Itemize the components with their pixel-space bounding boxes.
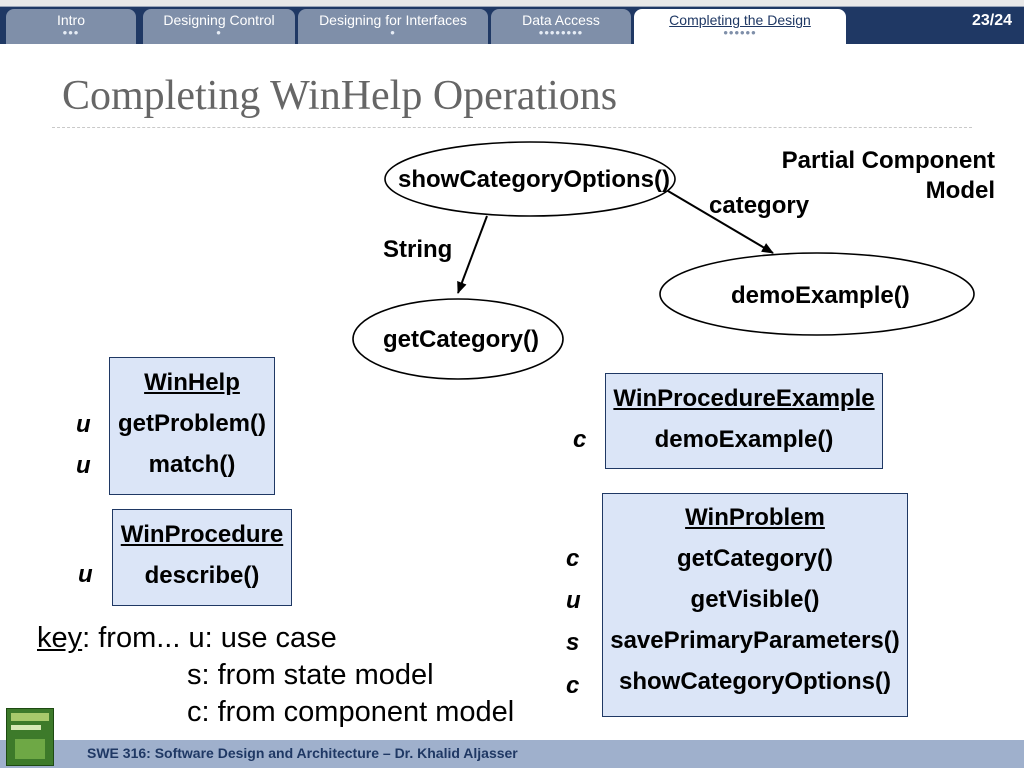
node-show-category-options [384, 141, 676, 217]
class-box-winprocedure: WinProcedure describe() [112, 509, 292, 606]
diagram-heading-line2: Model [925, 177, 995, 204]
tab-progress-dots: • [390, 25, 396, 40]
operation-key: u [76, 411, 91, 438]
tab-completing-the-design[interactable]: Completing the Design •••••• [634, 9, 846, 45]
tab-progress-dots: ••• [62, 25, 80, 40]
operation: demoExample() [654, 426, 834, 453]
top-border-line [0, 0, 1024, 7]
node-demo-example [659, 252, 975, 336]
operation-key: s [566, 629, 580, 656]
operation-key: u [78, 561, 93, 588]
operation: getVisible() [690, 586, 820, 613]
footer-bar [0, 740, 1024, 768]
slide-title: Completing WinHelp Operations [62, 73, 618, 119]
class-name: WinProcedure [120, 521, 284, 548]
legend-component-model: c: from component model [187, 696, 515, 728]
class-box-winproblem: WinProblem getCategory() getVisible() sa… [602, 493, 908, 717]
legend-line-1: key: from... u: use case [37, 620, 514, 657]
tab-label: Designing for Interfaces [319, 12, 467, 28]
tab-progress-dots: • [216, 25, 222, 40]
operation-key: c [573, 426, 587, 453]
edge-label-string: String [383, 236, 453, 263]
operation-key: c [566, 545, 580, 572]
tab-label: Completing the Design [669, 12, 811, 28]
tab-progress-dots: •••••••• [538, 25, 584, 40]
tab-label: Designing Control [163, 12, 275, 28]
node-label-demo-example: demoExample() [731, 282, 910, 309]
operation: showCategoryOptions() [618, 668, 891, 695]
class-box-winhelp: WinHelp getProblem() match() [109, 357, 275, 495]
book-cover-logo [6, 708, 54, 766]
legend-key-word: key [37, 622, 83, 654]
title-divider [52, 127, 972, 128]
class-name: WinProblem [685, 504, 825, 531]
tab-progress-dots: •••••• [723, 25, 757, 40]
tab-label: Intro [56, 12, 85, 28]
operation: getCategory() [676, 545, 833, 572]
footer-course-title: SWE 316: Software Design and Architectur… [87, 745, 518, 761]
key-legend: key: from... u: use case s: from state m… [37, 620, 514, 731]
class-box-winprocedureexample: WinProcedureExample demoExample() [605, 373, 883, 469]
page-number: 23/24 [971, 12, 1012, 29]
diagram-heading-line1: Partial Component [781, 147, 995, 174]
node-label-get-category: getCategory() [383, 326, 540, 353]
edge-label-category: category [709, 192, 810, 219]
node-get-category [352, 298, 564, 380]
tab-data-access[interactable]: Data Access •••••••• [491, 9, 631, 44]
operation-key: u [76, 452, 91, 479]
class-name: WinHelp [144, 369, 240, 396]
tab-designing-for-interfaces[interactable]: Designing for Interfaces • [298, 9, 488, 44]
tab-designing-control[interactable]: Designing Control • [143, 9, 295, 44]
operation: savePrimaryParameters() [610, 627, 900, 654]
diagram-heading: Partial Component Model [782, 146, 995, 206]
class-name: WinProcedureExample [613, 385, 875, 412]
node-label-show-category-options: showCategoryOptions() [398, 166, 671, 193]
edge-to-demo-example [667, 190, 774, 254]
operation-key: c [566, 672, 580, 699]
legend-state-model: s: from state model [187, 659, 434, 691]
edge-to-get-category [457, 215, 488, 294]
operation: describe() [144, 562, 260, 589]
operation-key: u [566, 587, 581, 614]
tab-label: Data Access [522, 12, 600, 28]
operation: getProblem() [117, 410, 266, 437]
tab-intro[interactable]: Intro ••• [6, 9, 136, 44]
legend-use-case: : from... u: use case [82, 622, 337, 654]
operation: match() [148, 451, 236, 478]
